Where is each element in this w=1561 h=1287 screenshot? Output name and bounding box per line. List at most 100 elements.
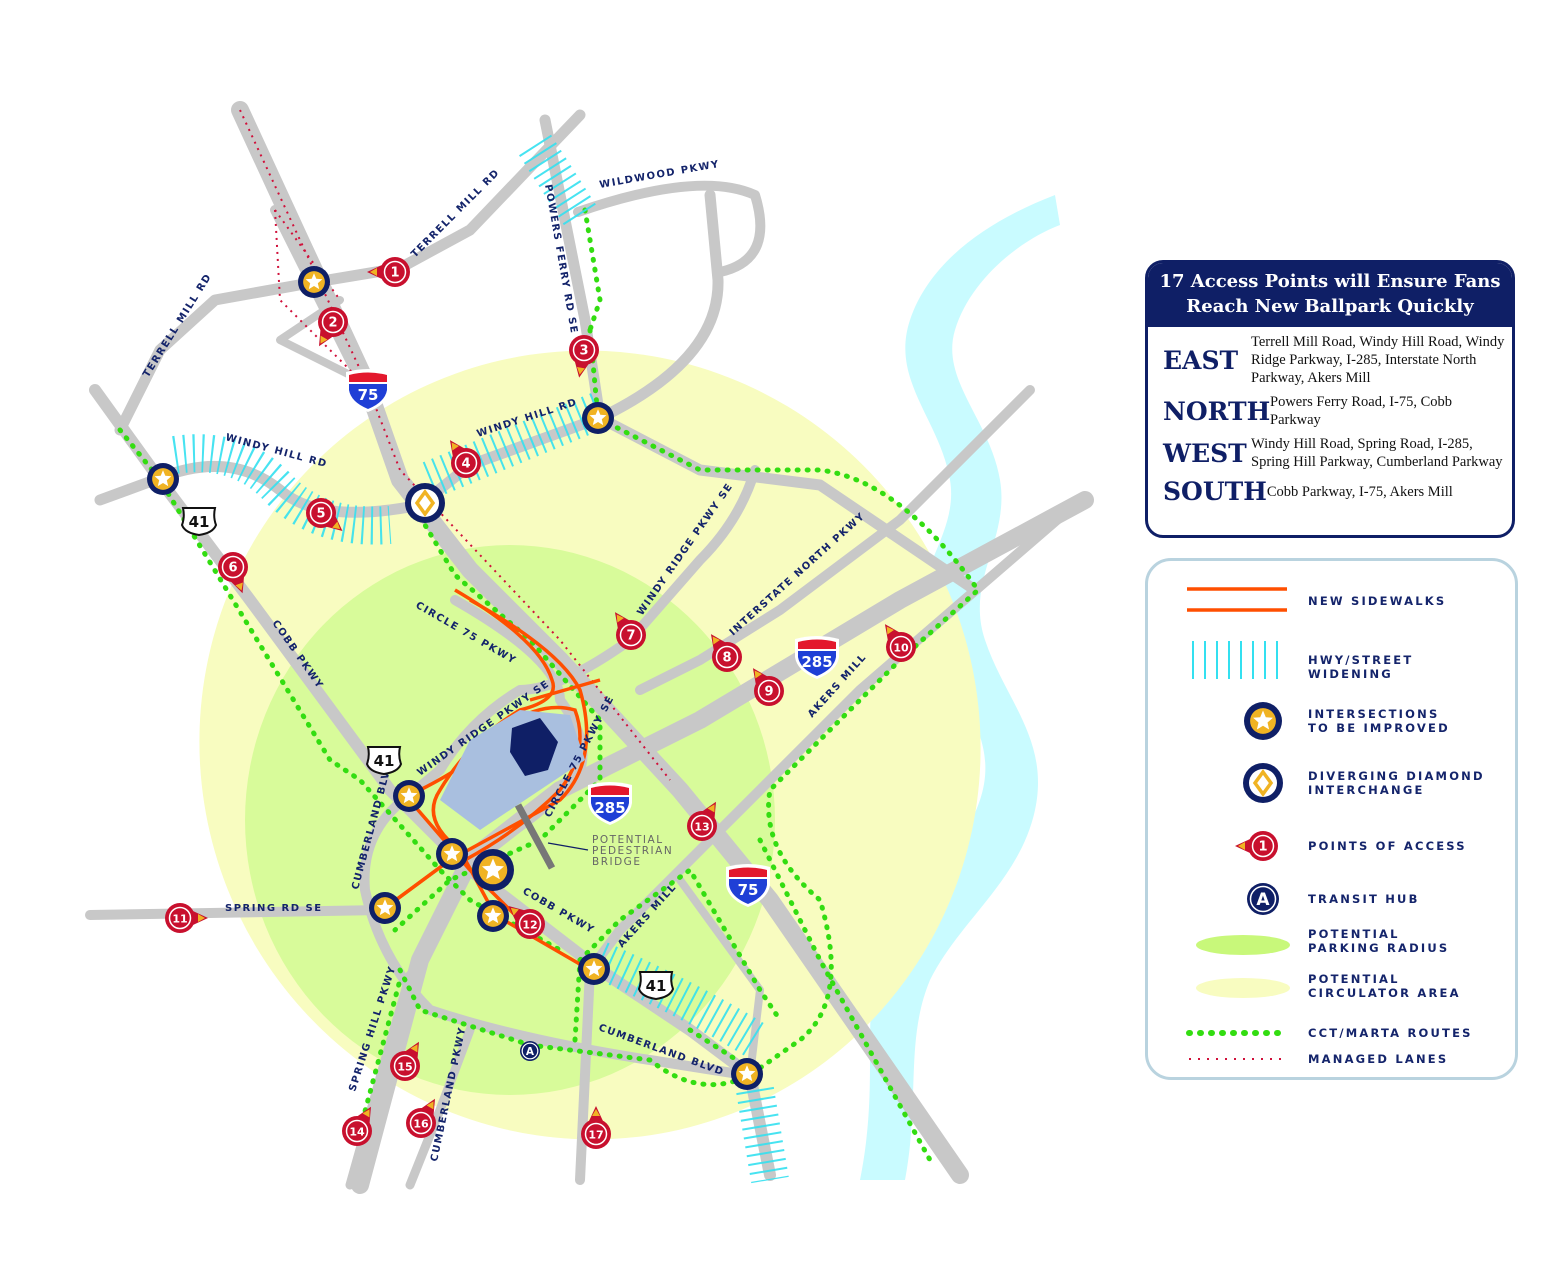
svg-text:41: 41 bbox=[646, 977, 667, 995]
svg-text:285: 285 bbox=[594, 799, 625, 817]
svg-text:A: A bbox=[1256, 890, 1270, 910]
sidewalk-lines-icon bbox=[1187, 587, 1287, 612]
legend-item-red-dots: MANAGED LANES bbox=[1148, 1039, 1515, 1079]
transit-hub-icon: A bbox=[520, 1041, 540, 1061]
diamond-interchange-icon bbox=[1243, 763, 1283, 803]
svg-text:15: 15 bbox=[397, 1061, 412, 1074]
svg-text:2: 2 bbox=[328, 316, 337, 331]
windy-ridge-pkwy bbox=[405, 465, 760, 800]
interstate-shield-icon: 285 bbox=[588, 782, 632, 825]
info-box: 17 Access Points will Ensure Fans Reach … bbox=[1145, 260, 1515, 538]
svg-text:12: 12 bbox=[522, 919, 537, 932]
us-highway-shield-icon: 41 bbox=[180, 507, 218, 537]
legend-label: HWY/STREET WIDENING bbox=[1308, 653, 1414, 681]
svg-text:17: 17 bbox=[588, 1129, 603, 1142]
svg-text:75: 75 bbox=[358, 386, 379, 404]
cct-marta-route bbox=[572, 866, 783, 1043]
cumberland-pkwy bbox=[405, 1025, 475, 1190]
widening-hatch-icon bbox=[1192, 641, 1278, 679]
legend-label: POTENTIAL CIRCULATOR AREA bbox=[1308, 972, 1461, 1000]
access-point-pin[interactable]: 3 bbox=[569, 335, 599, 378]
powers-ferry-rd bbox=[539, 114, 981, 596]
svg-text:7: 7 bbox=[626, 629, 635, 644]
access-point-pin[interactable]: 8 bbox=[710, 634, 742, 672]
intersection-improvement-icon bbox=[472, 849, 514, 891]
svg-text:1: 1 bbox=[390, 266, 399, 281]
svg-text:285: 285 bbox=[801, 653, 832, 671]
legend-item-parking-ellipse: POTENTIAL PARKING RADIUS bbox=[1148, 921, 1515, 961]
access-point-pin[interactable]: 1 bbox=[1235, 831, 1278, 861]
interstate-shield-icon: 75 bbox=[346, 369, 390, 412]
access-point-pin[interactable]: 17 bbox=[581, 1106, 611, 1149]
access-point-pin[interactable]: 14 bbox=[342, 1106, 372, 1146]
direction-label: SOUTH bbox=[1163, 477, 1267, 506]
interstate-shield-icon: 75 bbox=[726, 864, 770, 907]
access-point-pin[interactable]: 1 bbox=[367, 257, 410, 287]
svg-text:41: 41 bbox=[374, 752, 395, 770]
bridge-leader-line bbox=[547, 842, 589, 851]
access-point-pin[interactable]: 5 bbox=[306, 498, 343, 531]
widening-hatch bbox=[736, 1086, 789, 1184]
legend-label: CCT/MARTA ROUTES bbox=[1308, 1026, 1473, 1040]
intersection-improvement-icon bbox=[477, 900, 509, 932]
legend-label: MANAGED LANES bbox=[1308, 1052, 1449, 1066]
svg-text:75: 75 bbox=[738, 881, 759, 899]
legend-label: DIVERGING DIAMOND INTERCHANGE bbox=[1308, 769, 1485, 797]
direction-label: NORTH bbox=[1163, 396, 1271, 426]
access-point-pin[interactable]: 6 bbox=[218, 552, 248, 594]
svg-text:41: 41 bbox=[189, 513, 210, 531]
interstate-north-pkwy bbox=[635, 385, 1035, 695]
transit-hub-icon: A bbox=[1247, 883, 1279, 915]
new-sidewalk bbox=[529, 678, 601, 702]
legend-item-access-pin: 1 POINTS OF ACCESS bbox=[1148, 826, 1515, 866]
diverging-diamond-icon bbox=[1243, 763, 1283, 803]
access-point-pin[interactable]: 9 bbox=[752, 668, 784, 706]
legend-item-diamond-interchange: DIVERGING DIAMOND INTERCHANGE bbox=[1148, 763, 1515, 803]
new-sidewalk bbox=[383, 598, 589, 910]
access-point-pin[interactable]: 12 bbox=[508, 906, 545, 939]
intersection-improvement-icon bbox=[436, 838, 468, 870]
legend-label: TRANSIT HUB bbox=[1308, 892, 1420, 906]
info-title: 17 Access Points will Ensure Fans Reach … bbox=[1148, 263, 1512, 327]
ballpark-icon bbox=[510, 718, 558, 776]
pedestrian-bridge bbox=[514, 803, 556, 870]
svg-text:11: 11 bbox=[172, 913, 187, 926]
access-point-pin[interactable]: 11 bbox=[165, 903, 208, 933]
access-pin-icon: 1 bbox=[1235, 831, 1278, 861]
access-point-pin[interactable]: 7 bbox=[614, 612, 646, 650]
intersection-improvement-icon bbox=[147, 463, 179, 495]
legend-item-widening-hatch: HWY/STREET WIDENING bbox=[1148, 639, 1515, 681]
circulator-ellipse-icon bbox=[1196, 978, 1290, 998]
access-point-pin[interactable]: 16 bbox=[406, 1098, 436, 1138]
direction-roads: Windy Hill Road, Spring Road, I-285, Spr… bbox=[1251, 436, 1503, 470]
legend-label: POINTS OF ACCESS bbox=[1308, 839, 1467, 853]
access-point-pin[interactable]: 10 bbox=[884, 624, 916, 662]
access-point-pin[interactable]: 4 bbox=[449, 440, 481, 478]
svg-text:1: 1 bbox=[1258, 840, 1267, 855]
cct-marta-route bbox=[117, 427, 563, 953]
svg-text:5: 5 bbox=[316, 507, 325, 522]
cct-marta-route bbox=[582, 207, 603, 333]
parking-ellipse-icon bbox=[1196, 935, 1290, 955]
svg-text:13: 13 bbox=[694, 821, 709, 834]
direction-label: EAST bbox=[1163, 345, 1239, 375]
svg-text:16: 16 bbox=[413, 1118, 429, 1131]
cct-marta-route bbox=[392, 497, 603, 933]
ramp-north bbox=[276, 296, 364, 384]
intersection-improvement-icon bbox=[582, 402, 614, 434]
direction-roads: Powers Ferry Road, I-75, Cobb Parkway bbox=[1270, 394, 1453, 428]
legend-label: POTENTIAL PARKING RADIUS bbox=[1308, 927, 1450, 955]
legend-label: INTERSECTIONS TO BE IMPROVED bbox=[1308, 707, 1450, 735]
interstate-shield-icon: 285 bbox=[795, 636, 839, 679]
intersection-improvement-icon bbox=[578, 953, 610, 985]
legend-item-star-intersection: INTERSECTIONS TO BE IMPROVED bbox=[1148, 701, 1515, 741]
access-point-pin[interactable]: 13 bbox=[687, 801, 717, 841]
access-point-pin[interactable]: 2 bbox=[318, 307, 348, 347]
access-point-pin[interactable]: 15 bbox=[390, 1041, 420, 1081]
direction-label: WEST bbox=[1163, 438, 1247, 468]
intersection-improvement-icon bbox=[731, 1058, 763, 1090]
